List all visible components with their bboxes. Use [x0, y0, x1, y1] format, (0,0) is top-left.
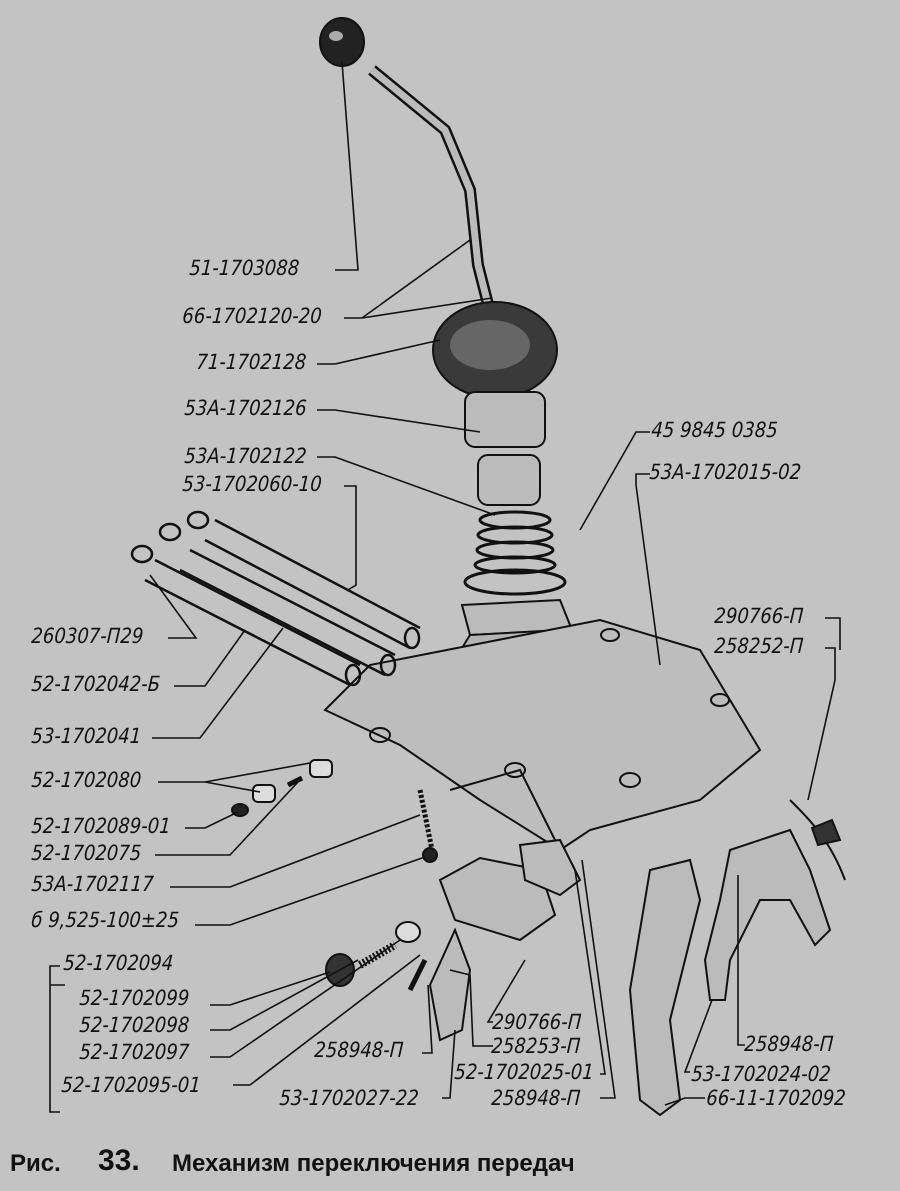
- part-label: 53-1702027-22: [278, 1086, 420, 1110]
- part-label: 52-1702089-01: [30, 814, 172, 838]
- part-label: 52-1702095-01: [60, 1073, 202, 1097]
- part-label: 53А-1702126: [183, 396, 308, 420]
- part-label: б 9,525-100±25: [30, 908, 180, 932]
- part-label: 52-1702042-Б: [30, 672, 161, 696]
- figure-number: 33.: [98, 1144, 140, 1177]
- part-label: 66-11-1702092: [705, 1086, 847, 1110]
- part-label: 260307-П29: [30, 624, 145, 648]
- part-label: 52-1702025-01: [453, 1060, 595, 1084]
- part-label: 258948-П: [490, 1086, 582, 1110]
- part-label: 290766-П: [713, 604, 805, 628]
- part-label: 66-1702120-20: [181, 304, 323, 328]
- caption-prefix: Рис.: [10, 1150, 61, 1177]
- part-label: 53А-1702117: [30, 872, 155, 896]
- part-label: 52-1702094: [62, 951, 175, 975]
- part-label: 51-1703088: [188, 256, 301, 280]
- figure-title: Механизм переключения передач: [172, 1150, 575, 1177]
- part-label: 53А-1702015-02: [648, 460, 802, 484]
- part-label: 53-1702060-10: [181, 472, 323, 496]
- housing-cover: [323, 598, 762, 866]
- part-label: 53А-1702122: [183, 444, 308, 468]
- part-label: 45 9845 0385: [650, 418, 779, 442]
- lever-boot: [432, 301, 558, 506]
- part-label: 53-1702024-02: [690, 1062, 832, 1086]
- part-label: 53-1702041: [30, 724, 143, 748]
- gear-lever: [319, 17, 498, 322]
- part-label: 52-1702075: [30, 841, 143, 865]
- part-label: 258948-П: [313, 1038, 405, 1062]
- part-label: 52-1702097: [78, 1040, 191, 1064]
- part-label: 258253-П: [490, 1034, 582, 1058]
- part-label: 290766-П: [491, 1010, 583, 1034]
- leader-lines: [49, 61, 841, 1113]
- part-label: 258252-П: [713, 634, 805, 658]
- part-label: 52-1702080: [30, 768, 143, 792]
- part-label: 52-1702099: [78, 986, 191, 1010]
- part-label: 258948-П: [743, 1032, 835, 1056]
- shift-rods: [130, 510, 421, 687]
- part-label: 52-1702098: [78, 1013, 191, 1037]
- part-label: 71-1702128: [195, 350, 308, 374]
- spring: [463, 510, 567, 596]
